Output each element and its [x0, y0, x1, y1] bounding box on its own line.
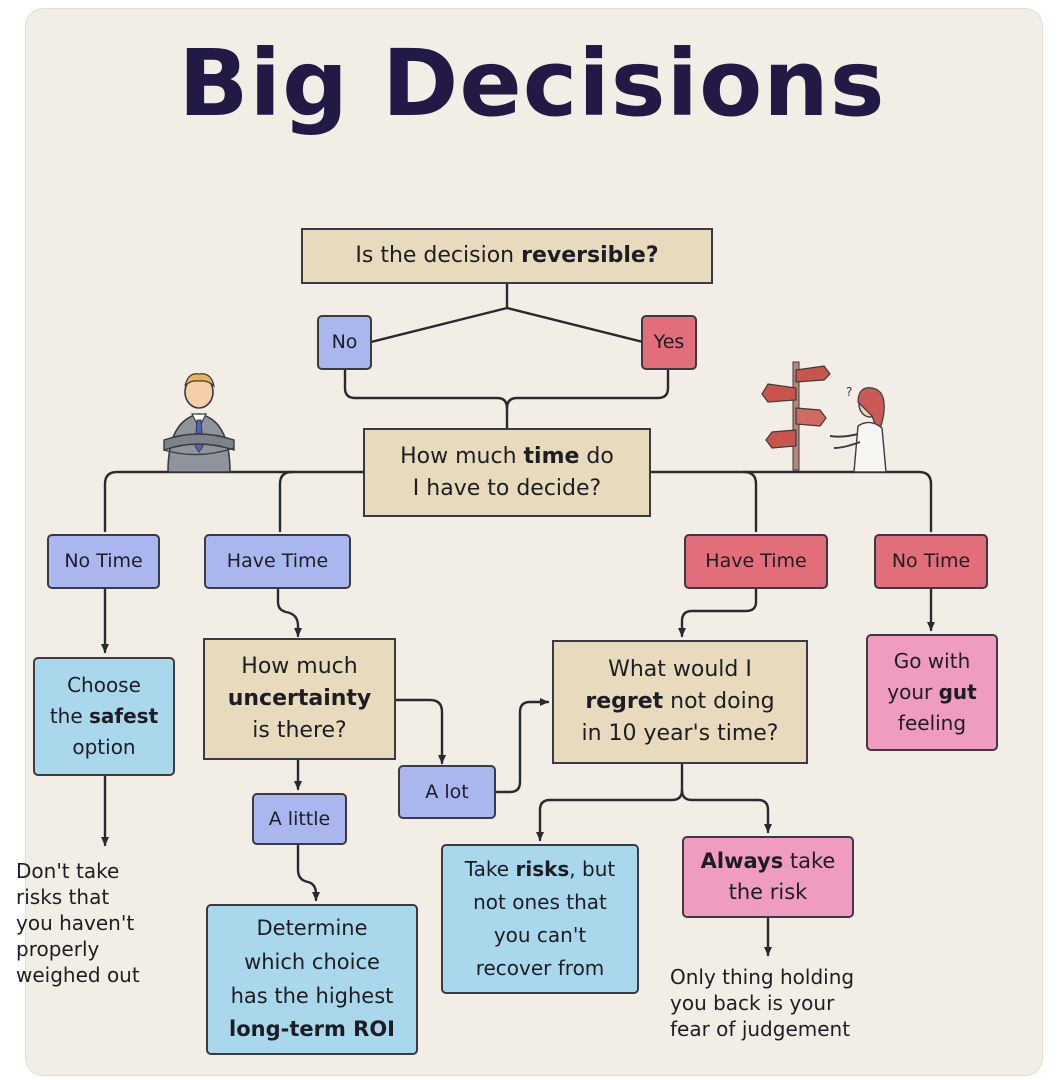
- roi-line3: has the highest: [230, 983, 394, 1008]
- right-no-time-label: No Time: [874, 534, 988, 589]
- take-risks-line1-post: , but: [569, 857, 616, 881]
- gut-line3: feeling: [897, 711, 967, 735]
- always-line2: the risk: [728, 880, 808, 904]
- safest-line3: option: [72, 735, 136, 759]
- woman-signpost-icon: ?: [761, 361, 887, 473]
- fear-line: fear of judgement: [670, 1017, 851, 1041]
- regret-line2-bold: regret: [585, 689, 664, 715]
- roi-line1: Determine: [256, 916, 368, 941]
- regret-line2-post: not doing: [663, 689, 775, 715]
- dont-take-line: Don't take: [16, 859, 120, 883]
- safest-line2-bold: safest: [89, 704, 159, 728]
- take-risks-line3: you can't: [493, 923, 587, 947]
- yes-label: Yes: [641, 315, 697, 370]
- gut-feeling-box: Go with your gut feeling: [866, 634, 998, 751]
- connector-uncertainty-to-a-lot: [394, 698, 446, 765]
- connector-time-branches: [103, 470, 933, 533]
- time-question-line1-post: do: [579, 443, 614, 469]
- safest-line1: Choose: [67, 673, 141, 697]
- dont-take-line: risks that: [16, 885, 110, 909]
- connector-to-yes: [505, 306, 645, 344]
- connector-a-little-to-roi: [296, 843, 320, 902]
- dont-take-line: weighed out: [16, 963, 140, 987]
- always-line1-post: take: [783, 848, 836, 873]
- page-title: Big Decisions: [178, 30, 886, 137]
- connector-yes-down: [505, 368, 670, 410]
- gut-line2-pre: your: [887, 680, 939, 704]
- connector-regret-down: [536, 762, 684, 842]
- roi-line4-bold: long-term ROI: [229, 1017, 395, 1042]
- a-little-label: A little: [252, 793, 347, 845]
- safest-option-box: Choose the safest option: [33, 657, 175, 776]
- take-risks-line1-pre: Take: [464, 857, 516, 881]
- connector-have-time-to-regret: [678, 587, 758, 638]
- dont-take-risks-text: Don't take risks that you haven't proper…: [16, 858, 186, 988]
- reversible-question-text: Is the decision: [355, 242, 522, 268]
- connector-a-lot-to-regret: [494, 698, 550, 794]
- regret-question-box: What would I regret not doing in 10 year…: [552, 640, 808, 764]
- dont-take-line: you haven't: [16, 911, 135, 935]
- take-risks-line4: recover from: [475, 956, 605, 980]
- take-risks-box: Take risks, but not ones that you can't …: [441, 844, 639, 994]
- reversible-question-box: Is the decision reversible?: [301, 228, 713, 284]
- uncertainty-question-box: How much uncertainty is there?: [203, 638, 396, 760]
- roi-box: Determine which choice has the highest l…: [206, 904, 418, 1055]
- a-lot-label: A lot: [398, 765, 496, 819]
- gut-line1: Go with: [893, 649, 971, 673]
- connector-have-time-to-uncertainty: [276, 587, 302, 638]
- time-question-box: How much time do I have to decide?: [363, 428, 651, 517]
- svg-text:?: ?: [846, 385, 852, 399]
- safest-line2-pre: the: [49, 704, 90, 728]
- man-arms-crossed-icon: [163, 373, 235, 473]
- left-no-time-label: No Time: [47, 534, 160, 589]
- time-question-line1-bold: time: [523, 443, 580, 469]
- reversible-question-bold: reversible?: [521, 242, 659, 268]
- dont-take-line: properly: [16, 937, 100, 961]
- time-question-line1-pre: How much: [400, 443, 524, 469]
- regret-line3: in 10 year's time?: [581, 720, 779, 746]
- uncertainty-line2-bold: uncertainty: [227, 686, 372, 712]
- connector-to-right-have-time: [742, 470, 758, 533]
- no-label: No: [317, 315, 372, 370]
- roi-line2: which choice: [244, 949, 380, 974]
- gut-line2-bold: gut: [938, 680, 977, 704]
- regret-line1: What would I: [608, 657, 752, 683]
- fear-of-judgement-text: Only thing holding you back is your fear…: [670, 964, 930, 1042]
- left-have-time-label: Have Time: [204, 534, 351, 589]
- always-line1-bold: Always: [700, 848, 784, 873]
- right-have-time-label: Have Time: [684, 534, 828, 589]
- take-risks-line1-bold: risks: [515, 857, 570, 881]
- connector-regret-to-always: [680, 788, 772, 834]
- fear-line: you back is your: [670, 991, 835, 1015]
- fear-line: Only thing holding: [670, 965, 855, 989]
- connector-to-left-have-time: [278, 470, 294, 533]
- uncertainty-line3: is there?: [252, 717, 347, 743]
- time-question-line2: I have to decide?: [412, 475, 602, 501]
- connector-no-down: [343, 368, 509, 430]
- always-take-risk-box: Always take the risk: [682, 836, 854, 918]
- take-risks-line2: not ones that: [473, 890, 607, 914]
- uncertainty-line1: How much: [241, 654, 358, 680]
- connector-to-no: [369, 306, 509, 344]
